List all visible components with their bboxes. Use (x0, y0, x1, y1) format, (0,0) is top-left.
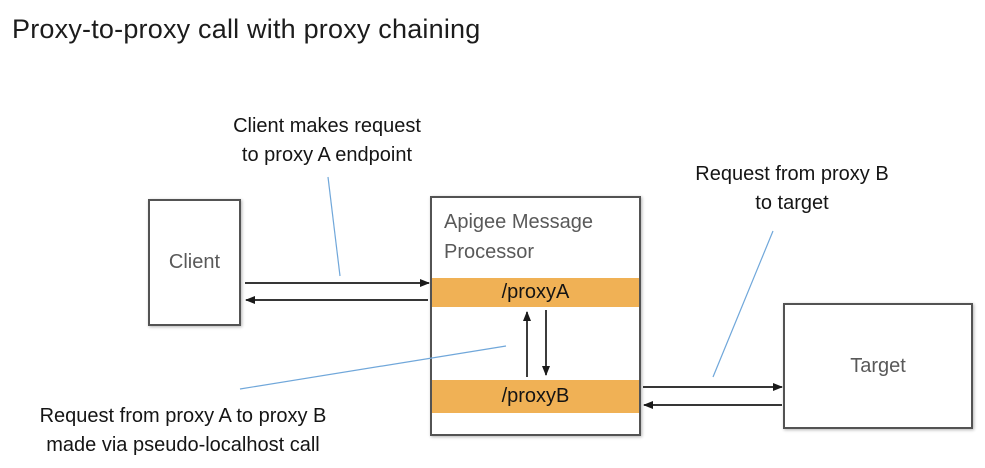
annotation-proxya-to-proxyb: Request from proxy A to proxy B made via… (39, 405, 327, 456)
leader-line-client-request (327, 176, 341, 277)
client-node: Client (148, 199, 241, 326)
annotation-proxyb-to-target: Request from proxy B to target (695, 163, 889, 214)
target-node-label: Target (850, 354, 906, 377)
diagram-title: Proxy-to-proxy call with proxy chaining (12, 14, 481, 44)
leader-line-proxyb-to-target (712, 230, 774, 378)
annotation-client-request: Client makes request to proxy A endpoint (233, 115, 421, 166)
target-node: Target (783, 303, 973, 429)
message-processor-node: Apigee Message Processor /proxyA /proxyB (430, 196, 641, 436)
message-processor-label: Apigee Message Processor (444, 211, 593, 263)
proxy-b-label: /proxyB (501, 385, 570, 407)
proxy-b-bar: /proxyB (432, 380, 639, 413)
proxy-a-label: /proxyA (501, 281, 570, 303)
proxy-a-bar: /proxyA (432, 278, 639, 307)
client-node-label: Client (168, 251, 221, 273)
